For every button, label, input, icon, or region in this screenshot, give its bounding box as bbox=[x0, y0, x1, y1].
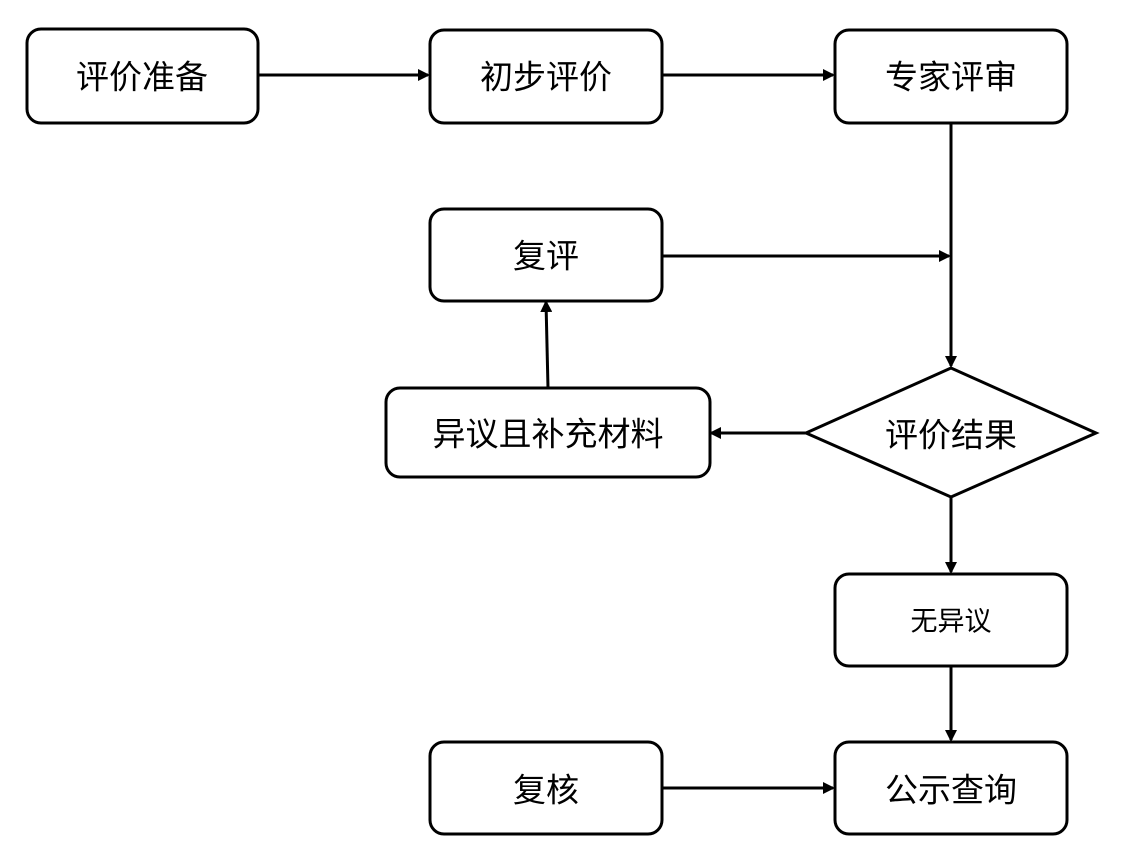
node-re-evaluate: 复评 bbox=[428, 207, 664, 303]
node-objection: 异议且补充材料 bbox=[384, 386, 712, 479]
edges bbox=[258, 69, 957, 794]
node-publish-label: 公示查询 bbox=[885, 771, 1017, 810]
node-prepare-label: 评价准备 bbox=[76, 58, 208, 97]
node-result-label: 评价结果 bbox=[885, 416, 1017, 455]
edge-objection-to-reeval bbox=[540, 300, 553, 389]
node-initial-label: 初步评价 bbox=[480, 58, 612, 97]
node-publish: 公示查询 bbox=[833, 740, 1069, 836]
node-no-objection: 无异议 bbox=[833, 572, 1069, 668]
node-re-evaluate-label: 复评 bbox=[513, 237, 579, 276]
node-objection-label: 异议且补充材料 bbox=[433, 415, 664, 454]
node-recheck: 复核 bbox=[428, 740, 664, 836]
node-result: 评价结果 bbox=[802, 366, 1100, 499]
node-expert-label: 专家评审 bbox=[885, 58, 1017, 97]
node-recheck-label: 复核 bbox=[513, 771, 579, 810]
node-initial: 初步评价 bbox=[428, 28, 664, 125]
node-no-objection-label: 无异议 bbox=[911, 607, 992, 638]
node-expert: 专家评审 bbox=[833, 28, 1069, 125]
node-prepare: 评价准备 bbox=[25, 27, 260, 125]
